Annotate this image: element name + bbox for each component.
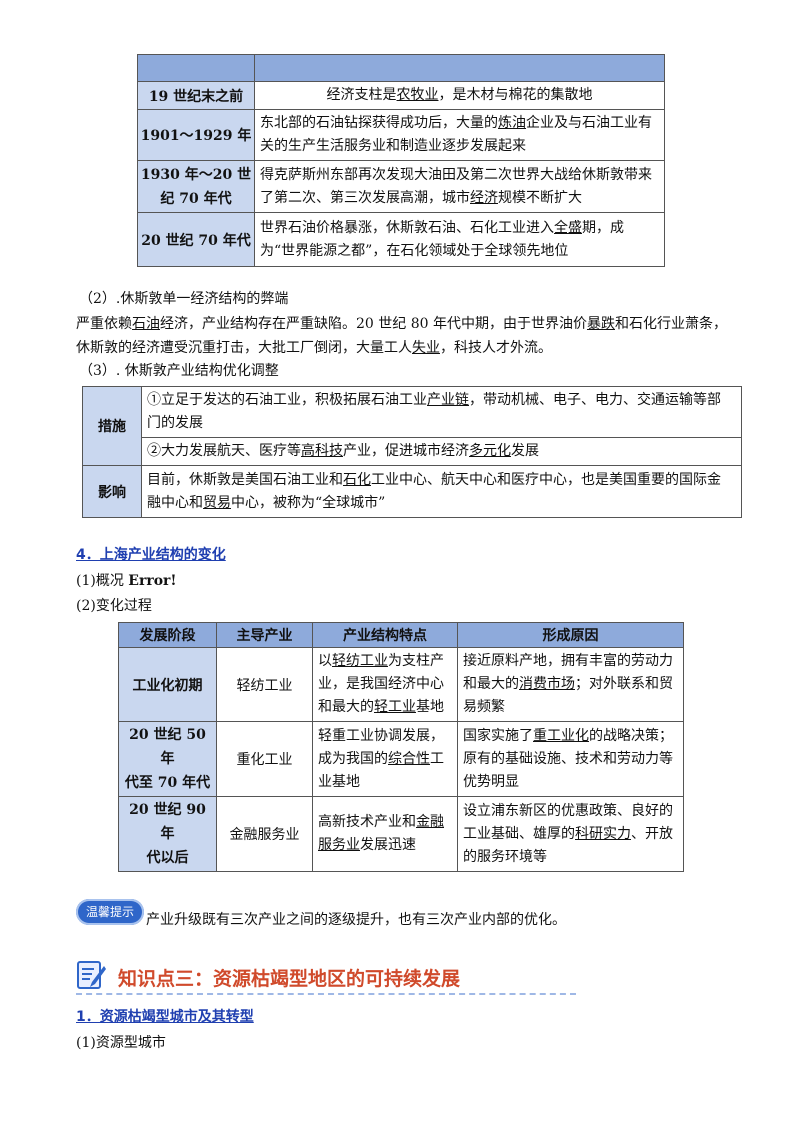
stage-cell: 工业化初期 <box>118 647 217 722</box>
description-cell: 世界石油价格暴涨，休斯敦石油、石化工业进入全盛期，成为“世界能源之都”，在石化领… <box>254 212 665 267</box>
description-cell: 经济支柱是农牧业，是木材与棉花的集散地 <box>254 81 665 110</box>
table-row: 工业化初期 轻纺工业 以轻纺工业为支柱产业，是我国经济中心和最大的轻工业基地 接… <box>118 647 684 722</box>
impact-label-cell: 影响 <box>82 465 142 518</box>
industry-cell: 金融服务业 <box>216 796 313 872</box>
header-industry: 主导产业 <box>216 622 313 648</box>
overview-line: (1)概况 Error! <box>76 573 177 589</box>
table-header-cell <box>254 54 665 82</box>
item-line: (1)资源型城市 <box>76 1035 166 1051</box>
table-row: 1901～1929 年 东北部的石油钻探获得成功后，大量的炼油企业及与石油工业有… <box>137 109 665 161</box>
tip-badge: 温馨提示 <box>76 899 144 925</box>
impact-cell: 目前，休斯敦是美国石油工业和石化工业中心、航天中心和医疗中心，也是美国重要的国际… <box>141 465 742 518</box>
stage-cell: 20 世纪 90 年代以后 <box>118 796 217 872</box>
measure-label-cell: 措施 <box>82 386 142 466</box>
notepad-icon <box>76 960 108 990</box>
industry-cell: 轻纺工业 <box>216 647 313 722</box>
table-row: 20 世纪 90 年代以后 金融服务业 高新技术产业和金融服务业发展迅速 设立浦… <box>118 796 684 872</box>
features-cell: 轻重工业协调发展，成为我国的综合性工业基地 <box>312 721 458 797</box>
measure-cell: ①立足于发达的石油工业，积极拓展石油工业产业链，带动机械、电子、电力、交通运输等… <box>141 386 742 438</box>
measure-cell: ②大力发展航天、医疗等高科技产业，促进城市经济多元化发展 <box>141 437 742 466</box>
houston-history-table: 19 世纪末之前 经济支柱是农牧业，是木材与棉花的集散地 1901～1929 年… <box>137 54 665 267</box>
table-header-cell <box>137 54 255 82</box>
header-features: 产业结构特点 <box>312 622 458 648</box>
period-cell: 1930 年～20 世纪 70 年代 <box>137 160 255 213</box>
shanghai-industry-table: 发展阶段 主导产业 产业结构特点 形成原因 工业化初期 轻纺工业 以轻纺工业为支… <box>118 622 684 872</box>
causes-cell: 设立浦东新区的优惠政策、良好的工业基础、雄厚的科研实力、开放的服务环境等 <box>457 796 684 872</box>
causes-cell: 国家实施了重工业化的战略决策；原有的基础设施、技术和劳动力等优势明显 <box>457 721 684 797</box>
paragraph-line: 休斯敦的经济遭受沉重打击，大批工厂倒闭，大量工人失业，科技人才外流。 <box>76 340 552 356</box>
period-cell: 20 世纪 70 年代 <box>137 212 255 267</box>
features-cell: 以轻纺工业为支柱产业，是我国经济中心和最大的轻工业基地 <box>312 647 458 722</box>
causes-cell: 接近原料产地，拥有丰富的劳动力和最大的消费市场；对外联系和贸易频繁 <box>457 647 684 722</box>
table-row: 19 世纪末之前 经济支柱是农牧业，是木材与棉花的集散地 <box>137 81 665 110</box>
adjustment-table: 措施 ①立足于发达的石油工业，积极拓展石油工业产业链，带动机械、电子、电力、交通… <box>82 386 742 518</box>
sub-heading-link[interactable]: 1．资源枯竭型城市及其转型 <box>76 1009 254 1025</box>
header-causes: 形成原因 <box>457 622 684 648</box>
description-cell: 得克萨斯州东部再次发现大油田及第二次世界大战给休斯敦带来了第二次、第三次发展高潮… <box>254 160 665 213</box>
table-row: 20 世纪 70 年代 世界石油价格暴涨，休斯敦石油、石化工业进入全盛期，成为“… <box>137 212 665 267</box>
table-row: 20 世纪 50 年代至 70 年代 重化工业 轻重工业协调发展，成为我国的综合… <box>118 721 684 797</box>
table-row: 1930 年～20 世纪 70 年代 得克萨斯州东部再次发现大油田及第二次世界大… <box>137 160 665 213</box>
knowledge-point-title: 知识点三：资源枯竭型地区的可持续发展 <box>118 968 461 990</box>
features-cell: 高新技术产业和金融服务业发展迅速 <box>312 796 458 872</box>
section-4-heading[interactable]: 4．上海产业结构的变化 <box>76 547 226 563</box>
description-cell: 东北部的石油钻探获得成功后，大量的炼油企业及与石油工业有关的生产生活服务业和制造… <box>254 109 665 161</box>
section-heading: （3）. 休斯敦产业结构优化调整 <box>79 363 279 379</box>
period-cell: 19 世纪末之前 <box>137 81 255 110</box>
period-cell: 1901～1929 年 <box>137 109 255 161</box>
header-stage: 发展阶段 <box>118 622 217 648</box>
tip-text: 产业升级既有三次产业之间的逐级提升，也有三次产业内部的优化。 <box>146 912 566 928</box>
industry-cell: 重化工业 <box>216 721 313 797</box>
paragraph-line: 严重依赖石油经济，产业结构存在严重缺陷。20 世纪 80 年代中期，由于世界油价… <box>76 316 727 332</box>
title-divider <box>76 993 576 995</box>
process-line: (2)变化过程 <box>76 598 152 614</box>
section-heading: （2）.休斯敦单一经济结构的弊端 <box>79 291 289 307</box>
stage-cell: 20 世纪 50 年代至 70 年代 <box>118 721 217 797</box>
